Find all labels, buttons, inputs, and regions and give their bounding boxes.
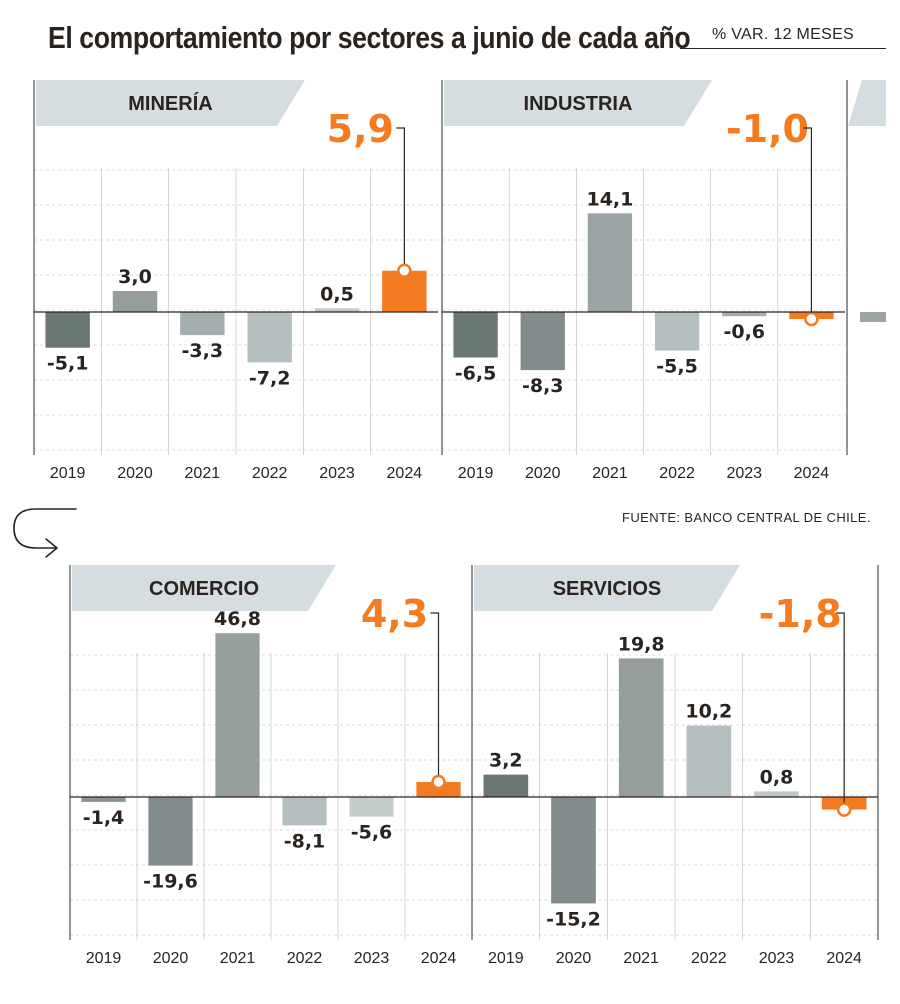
- panel-title: MINERÍA: [128, 92, 212, 115]
- leader-line: [396, 127, 405, 264]
- title-rule: [680, 48, 886, 49]
- x-tick-label: 2020: [153, 950, 189, 967]
- value-label: -5,5: [656, 356, 698, 378]
- highlight-marker: [397, 263, 412, 278]
- x-tick-label: 2021: [623, 950, 659, 967]
- bar-2020: [112, 291, 158, 312]
- leader-line: [803, 127, 813, 312]
- bar-2024: [416, 781, 461, 797]
- bar-2023: [314, 308, 360, 312]
- bar-2020: [551, 797, 596, 904]
- value-label: 10,2: [685, 701, 732, 723]
- x-tick-label: 2023: [726, 465, 762, 482]
- panel-title: INDUSTRIA: [524, 93, 633, 115]
- bar-2019: [453, 312, 498, 358]
- leader-line: [430, 612, 440, 775]
- value-label: -19,6: [143, 871, 198, 893]
- leader-line: [836, 612, 845, 803]
- bar-2022: [247, 312, 292, 363]
- x-tick-label: 2022: [691, 950, 727, 967]
- value-label: -7,2: [249, 367, 291, 389]
- panel-title-banner: [72, 565, 336, 611]
- x-tick-label: 2019: [50, 465, 86, 482]
- x-tick-label: 2024: [387, 465, 423, 482]
- value-label: -1,4: [83, 807, 125, 829]
- continuation-arrow-icon: [13, 508, 77, 558]
- value-label: -6,5: [455, 363, 497, 385]
- chart-panels: MINERÍA -5,1 2019 3,0 2020 -3,3 2021 -7,2 2022 0,…: [33, 80, 886, 967]
- value-label: 14,1: [586, 188, 633, 210]
- value-label: -0,6: [723, 321, 765, 343]
- x-tick-label: 2024: [421, 950, 457, 967]
- bar-2022: [282, 797, 327, 826]
- value-label: -15,2: [546, 908, 601, 930]
- x-tick-label: 2019: [488, 950, 524, 967]
- bar-2023: [722, 312, 767, 317]
- panel-industria: INDUSTRIA -6,5 2019 -8,3 2020 14,1 2021 -5,5 202…: [441, 80, 845, 482]
- highlight-marker: [431, 774, 446, 790]
- bar-2023: [349, 797, 394, 817]
- x-tick-label: 2020: [525, 465, 561, 482]
- bar-2023: [754, 791, 799, 797]
- x-tick-label: 2022: [659, 465, 695, 482]
- value-label: -5,1: [47, 353, 89, 375]
- x-tick-label: 2020: [556, 950, 592, 967]
- value-label: 3,2: [489, 750, 523, 772]
- cropped-panel-banner: [848, 80, 886, 126]
- x-tick-label: 2020: [117, 465, 153, 482]
- x-tick-label: 2023: [759, 950, 795, 967]
- highlight-marker: [836, 802, 852, 817]
- panel-title-banner: [444, 80, 712, 126]
- x-tick-label: 2022: [287, 950, 323, 967]
- value-label: -5,6: [351, 822, 393, 844]
- bar-2021: [215, 633, 260, 797]
- bar-2021: [180, 312, 225, 336]
- cropped-panel-bar: [860, 312, 886, 322]
- x-tick-label: 2021: [185, 465, 221, 482]
- x-tick-label: 2023: [354, 950, 390, 967]
- value-label: 0,5: [320, 284, 354, 306]
- highlight-value-label: 4,3: [361, 592, 428, 636]
- x-tick-label: 2022: [252, 465, 288, 482]
- source-label: FUENTE: BANCO CENTRAL DE CHILE.: [622, 510, 871, 525]
- panel-mineria: MINERÍA -5,1 2019 3,0 2020 -3,3 2021 -7,2 2022 0,…: [33, 80, 438, 482]
- x-tick-label: 2019: [458, 465, 494, 482]
- x-tick-label: 2021: [220, 950, 256, 967]
- value-label: 3,0: [118, 266, 152, 288]
- bar-2019: [45, 312, 90, 348]
- bar-2021: [587, 213, 633, 312]
- x-tick-label: 2024: [794, 465, 830, 482]
- bar-2019: [81, 797, 126, 802]
- value-label: -3,3: [182, 340, 224, 362]
- highlight-value-label: 5,9: [327, 107, 394, 151]
- highlight-value-label: -1,8: [759, 592, 842, 636]
- value-label: 19,8: [618, 633, 665, 655]
- bar-2020: [148, 797, 193, 866]
- value-label: 0,8: [760, 766, 794, 788]
- bar-2022: [654, 312, 700, 351]
- bar-2021: [618, 658, 664, 797]
- panel-title-banner: [474, 565, 740, 611]
- x-tick-label: 2023: [319, 465, 355, 482]
- x-tick-label: 2021: [592, 465, 628, 482]
- x-tick-label: 2019: [86, 950, 122, 967]
- units-label: % VAR. 12 MESES: [712, 26, 855, 43]
- bar-2020: [520, 312, 565, 371]
- panel-title: SERVICIOS: [553, 578, 662, 600]
- highlight-value-label: -1,0: [726, 107, 809, 151]
- value-label: -8,1: [284, 830, 326, 852]
- panel-title-banner: [36, 80, 305, 126]
- panel-comercio: COMERCIO -1,4 2019 -19,6 2020 46,8 2021 -8,1 202…: [69, 565, 472, 967]
- bar-2022: [686, 725, 732, 797]
- x-tick-label: 2024: [826, 950, 862, 967]
- page-title: El comportamiento por sectores a junio d…: [48, 20, 691, 55]
- value-label: -8,3: [522, 375, 564, 397]
- bar-2019: [483, 774, 529, 797]
- highlight-marker: [804, 311, 819, 327]
- panel-servicios: SERVICIOS 3,2 2019 -15,2 2020 19,8 2021 10,2 202…: [471, 565, 879, 967]
- value-label: 46,8: [214, 608, 261, 630]
- panel-title: COMERCIO: [149, 578, 259, 600]
